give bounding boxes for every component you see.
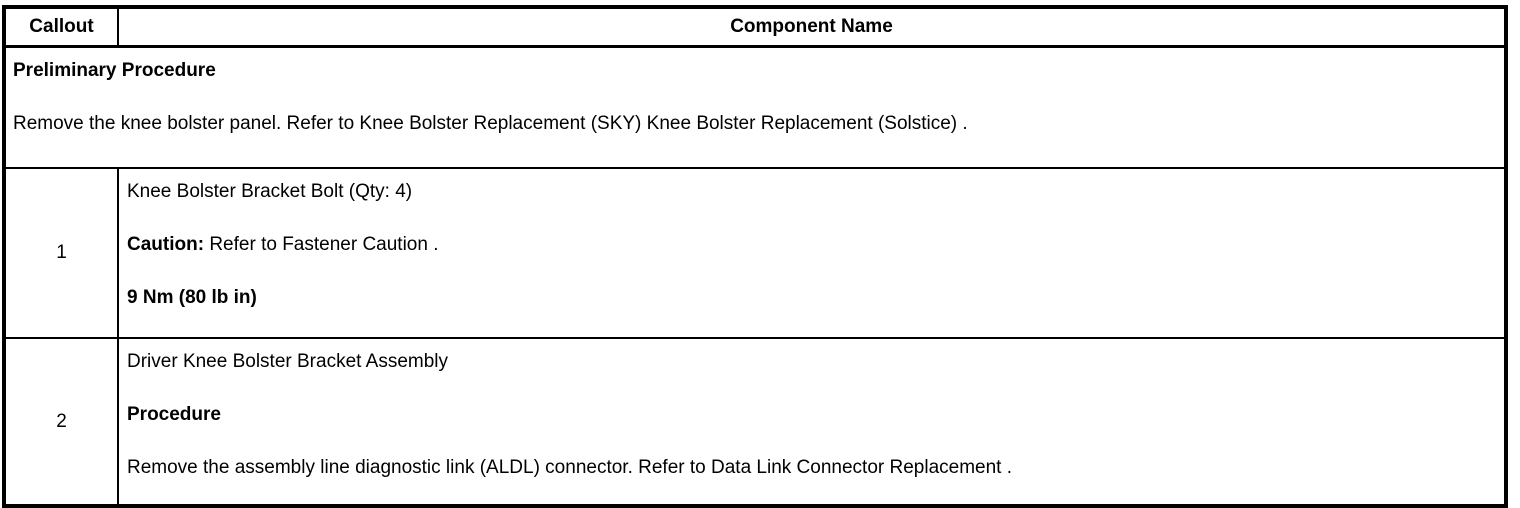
caution-text: Refer to Fastener Caution .: [204, 234, 439, 255]
procedure-label: Procedure: [127, 404, 221, 425]
component-name-text: Driver Knee Bolster Bracket Assembly: [127, 351, 449, 372]
caution-line: Caution: Refer to Fastener Caution .: [127, 234, 1494, 256]
callout-number-2: 2: [3, 337, 119, 507]
table-row: 2 Driver Knee Bolster Bracket Assembly P…: [3, 337, 1507, 507]
preliminary-procedure-row: Preliminary Procedure Remove the knee bo…: [3, 45, 1507, 169]
preliminary-procedure-body: Remove the knee bolster panel. Refer to …: [13, 113, 968, 134]
preliminary-procedure-cell: Preliminary Procedure Remove the knee bo…: [3, 45, 1507, 169]
component-name-column-header: Component Name: [117, 6, 1507, 48]
component-callout-table: Callout Component Name Preliminary Proce…: [2, 5, 1508, 508]
component-cell-2: Driver Knee Bolster Bracket Assembly Pro…: [117, 337, 1507, 507]
component-cell-1: Knee Bolster Bracket Bolt (Qty: 4) Cauti…: [117, 167, 1507, 339]
procedure-text: Remove the assembly line diagnostic link…: [127, 457, 1012, 478]
table-header-row: Callout Component Name: [3, 6, 1507, 48]
torque-spec: 9 Nm (80 lb in): [127, 287, 257, 308]
callout-number-1: 1: [3, 167, 119, 339]
table-row: 1 Knee Bolster Bracket Bolt (Qty: 4) Cau…: [3, 167, 1507, 339]
callout-column-header: Callout: [3, 6, 119, 48]
caution-label: Caution:: [127, 234, 205, 255]
preliminary-procedure-title: Preliminary Procedure: [13, 60, 216, 81]
component-name-text: Knee Bolster Bracket Bolt (Qty: 4): [127, 181, 413, 202]
